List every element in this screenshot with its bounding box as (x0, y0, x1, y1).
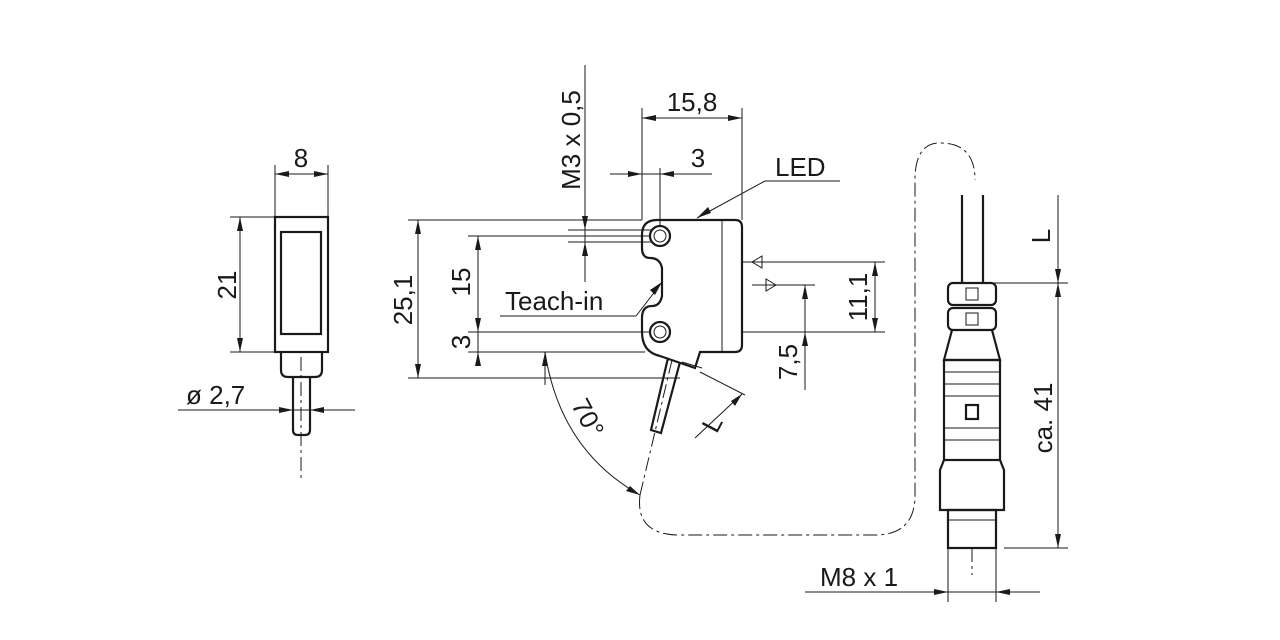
label-optic-offset-1: 11,1 (843, 273, 873, 322)
label-optic-offset-2: 7,5 (773, 344, 803, 380)
label-cable-length-right: L (1026, 229, 1056, 243)
connector-view: L ca. 41 M8 x 1 (805, 195, 1068, 602)
label-hole-spacing: 15 (446, 268, 476, 297)
strain-relief-1 (946, 281, 998, 307)
label-hole-offset: 3 (691, 143, 705, 173)
dim-angle-arc (544, 351, 641, 496)
side-cable (649, 357, 682, 435)
label-teach-in: Teach-in (505, 286, 603, 316)
label-connector-thread: M8 x 1 (820, 562, 898, 592)
label-width-front: 8 (294, 143, 308, 173)
label-height-front: 21 (212, 271, 242, 300)
front-view: 8 21 ø 2,7 (178, 143, 355, 478)
strain-relief-2 (946, 306, 998, 332)
connector-grip (942, 358, 1002, 462)
label-angle: 70° (565, 393, 610, 442)
label-width-body: 15,8 (667, 87, 718, 117)
mount-hole-bottom (648, 320, 672, 344)
mount-hole-top (648, 224, 672, 248)
label-thread-top: M3 x 0,5 (556, 90, 586, 190)
side-view: 15,8 3 M3 x 0,5 LED 25,1 15 (388, 65, 976, 536)
connector-thread (946, 508, 998, 550)
side-body (640, 218, 744, 370)
label-hole-bottom: 3 (446, 335, 476, 349)
cable-loop (639, 142, 976, 536)
label-height-total: 25,1 (388, 275, 418, 326)
label-led: LED (775, 152, 826, 182)
front-window (279, 230, 323, 336)
front-body (273, 215, 330, 354)
label-connector-length: ca. 41 (1028, 383, 1058, 454)
label-cable-diameter: ø 2,7 (186, 380, 245, 410)
